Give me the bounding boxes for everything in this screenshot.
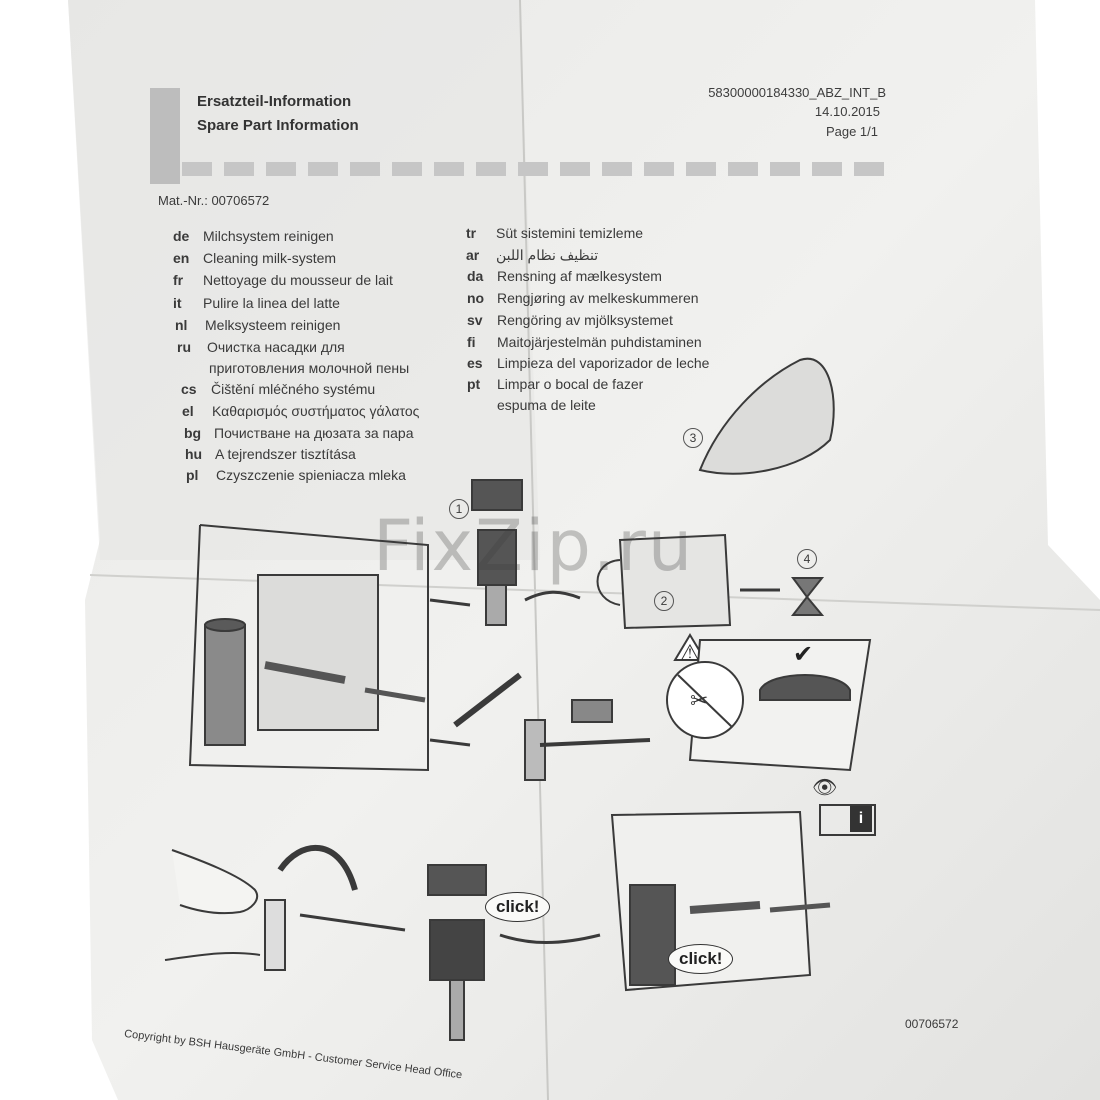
lang-row-no: no Rengjøring av melkeskummeren: [467, 290, 699, 306]
lang-code: ru: [177, 339, 191, 355]
footer-part-number: 00706572: [905, 1017, 959, 1031]
lang-text: Rensning af mælkesystem: [497, 268, 662, 284]
dash-separator: [150, 160, 890, 184]
step-number-3: 3: [683, 428, 703, 448]
lang-code: bg: [184, 425, 202, 441]
step-number-1: 1: [449, 499, 469, 519]
lang-code: cs: [181, 381, 197, 397]
lang-code: de: [173, 228, 190, 244]
lang-code: hu: [185, 446, 203, 462]
lang-row-bg: bg Почистване на дюзата за пара: [184, 425, 413, 441]
lang-row-el: el Καθαρισμός συστήματος γάλατος: [182, 403, 419, 419]
lang-text: A tejrendszer tisztítása: [215, 446, 356, 462]
lang-text: Limpieza del vaporizador de leche: [497, 355, 710, 371]
prohibited-tools-icon: ✂: [690, 688, 709, 713]
lang-text: Czyszczenie spieniacza mleka: [216, 467, 406, 483]
click-callout-2: click!: [668, 944, 734, 974]
lang-text: Pulire la linea del latte: [203, 295, 340, 311]
lang-text: Почистване на дюзата за пара: [214, 425, 414, 441]
lang-row-fi: fi Maitojärjestelmän puhdistaminen: [467, 334, 702, 350]
lang-text: Rengjøring av melkeskummeren: [497, 290, 699, 306]
click-callout-1: click!: [485, 892, 551, 922]
lang-code: fi: [467, 334, 476, 350]
lang-row-ar: ar تنظيف نظام اللبن: [466, 247, 598, 264]
lang-code: pl: [186, 467, 199, 483]
lang-code: ar: [466, 247, 480, 263]
material-number: Mat.-Nr.: 00706572: [158, 193, 270, 208]
lang-code: tr: [466, 225, 477, 241]
watermark: FixZip.ru: [373, 505, 695, 587]
lang-code: sv: [467, 312, 483, 328]
lang-row-de: de Milchsystem reinigen: [173, 228, 334, 244]
lang-text: Limpar o bocal de fazer: [497, 376, 644, 392]
lang-text: espuma de leite: [497, 397, 596, 413]
info-icon: i: [850, 806, 872, 832]
lang-row-da: da Rensning af mælkesystem: [467, 268, 662, 284]
lang-row-sv: sv Rengöring av mjölksystemet: [467, 312, 673, 328]
lang-row-cs: cs Čištění mléčného systému: [181, 381, 375, 397]
lang-text: Maitojärjestelmän puhdistaminen: [497, 334, 702, 350]
lang-text: Καθαρισμός συστήματος γάλατος: [212, 403, 420, 419]
lang-row-tr: tr Süt sistemini temizleme: [466, 225, 643, 241]
lang-row-pl: pl Czyszczenie spieniacza mleka: [186, 467, 406, 483]
lang-row-hu: hu A tejrendszer tisztítása: [185, 446, 356, 462]
lang-row-es: es Limpieza del vaporizador de leche: [467, 355, 709, 371]
lang-row-fr: fr Nettoyage du mousseur de lait: [173, 272, 393, 288]
lang-text: Süt sistemini temizleme: [496, 225, 644, 241]
lang-code: pt: [467, 376, 481, 392]
lang-text: Очистка насадки для: [207, 339, 345, 355]
lang-code: fr: [173, 272, 184, 288]
lang-text: Rengöring av mjölksystemet: [497, 312, 673, 328]
doc-date: 14.10.2015: [814, 104, 880, 119]
check-icon: ✔: [793, 641, 814, 668]
lang-text: تنظيف نظام اللبن: [496, 247, 599, 263]
title-de: Ersatzteil-Information: [197, 93, 352, 110]
title-en: Spare Part Information: [197, 117, 359, 134]
lang-code: en: [173, 250, 190, 266]
lang-code: da: [467, 268, 484, 284]
lang-code: nl: [175, 317, 188, 333]
lang-text: Cleaning milk-system: [203, 250, 337, 266]
lang-code: el: [182, 403, 194, 419]
doc-page: Page 1/1: [825, 124, 878, 139]
lang-code: it: [173, 295, 182, 311]
step-number-4: 4: [797, 549, 817, 569]
lang-row-en: en Cleaning milk-system: [173, 250, 336, 266]
doc-code: 58300000184330_ABZ_INT_B: [708, 85, 886, 100]
lang-text: Melksysteem reinigen: [205, 317, 341, 333]
lang-text: Čištění mléčného systému: [211, 381, 376, 397]
step-number-2: 2: [654, 591, 674, 611]
lang-row-pt-cont: espuma de leite: [467, 397, 596, 413]
eye-icon: 👁: [812, 777, 838, 799]
lang-text: Nettoyage du mousseur de lait: [203, 272, 393, 288]
lang-text: приготовления молочной пены: [209, 360, 410, 376]
warning-icon: ⚠: [680, 640, 700, 665]
header-bar: [150, 88, 180, 184]
lang-row-ru-cont: приготовления молочной пены: [179, 360, 409, 376]
lang-row-pt: pt Limpar o bocal de fazer: [467, 376, 643, 392]
lang-text: Milchsystem reinigen: [203, 228, 334, 244]
lang-row-it: it Pulire la linea del latte: [173, 295, 340, 311]
lang-row-ru: ru Очистка насадки для: [177, 339, 345, 355]
lang-code: es: [467, 355, 483, 371]
lang-row-nl: nl Melksysteem reinigen: [175, 317, 340, 333]
lang-code: no: [467, 290, 485, 306]
